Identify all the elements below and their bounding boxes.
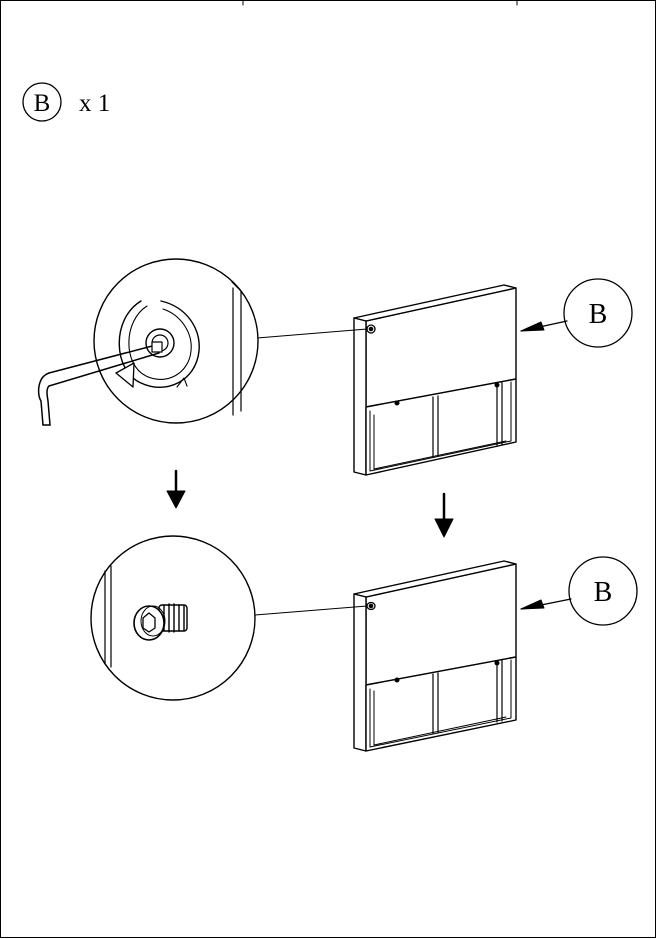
part-letter-circle [22, 82, 62, 122]
down-arrow-right [434, 492, 454, 538]
headboard-panel-bottom [353, 560, 517, 752]
part-callout-bottom: B [520, 556, 638, 626]
down-arrow-left [166, 469, 186, 509]
part-callout-letter-bottom: B [594, 577, 613, 608]
detail-circle-bolt-installed [90, 535, 256, 701]
detail-leader-line-top [256, 328, 368, 339]
detail-circle-hex-key [37, 258, 259, 426]
part-callout-letter-top: B [589, 299, 608, 330]
detail-leader-line-bottom [254, 605, 368, 616]
part-callout-top: B [520, 278, 633, 348]
part-quantity: x 1 [79, 90, 110, 117]
parts-header: B x 1 [22, 82, 110, 122]
part-letter: B [34, 90, 51, 117]
headboard-panel-top [353, 284, 517, 476]
